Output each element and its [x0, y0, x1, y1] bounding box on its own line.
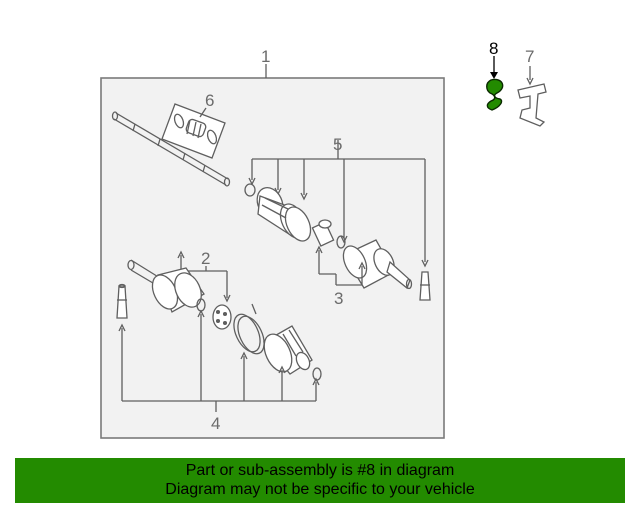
callout-4: 4 [211, 414, 220, 433]
callout-6: 6 [205, 91, 214, 110]
inner-joint-assembly [127, 259, 322, 381]
callout-2: 2 [201, 249, 210, 268]
callout-3-bracket [315, 245, 366, 286]
callout-5-bracket [248, 140, 429, 268]
callout-3: 3 [334, 289, 343, 308]
callout-7: 7 [525, 47, 534, 66]
callout-4-bracket [118, 309, 320, 412]
part-7-clip [517, 66, 547, 127]
axle-shaft [111, 111, 231, 187]
grease-sleeves [116, 271, 431, 319]
callout-6-leader [199, 107, 207, 118]
part-6-kit [161, 103, 226, 159]
callout-1: 1 [261, 47, 270, 66]
outer-joint-assembly [244, 183, 413, 290]
banner-line-1: Part or sub-assembly is #8 in diagram [185, 462, 455, 479]
callout-8: 8 [489, 39, 498, 58]
part-8-clip [486, 56, 504, 111]
banner-line-2: Diagram may not be specific to your vehi… [165, 481, 475, 498]
info-banner: Part or sub-assembly is #8 in diagram Di… [15, 458, 625, 503]
callout-5: 5 [333, 135, 342, 154]
